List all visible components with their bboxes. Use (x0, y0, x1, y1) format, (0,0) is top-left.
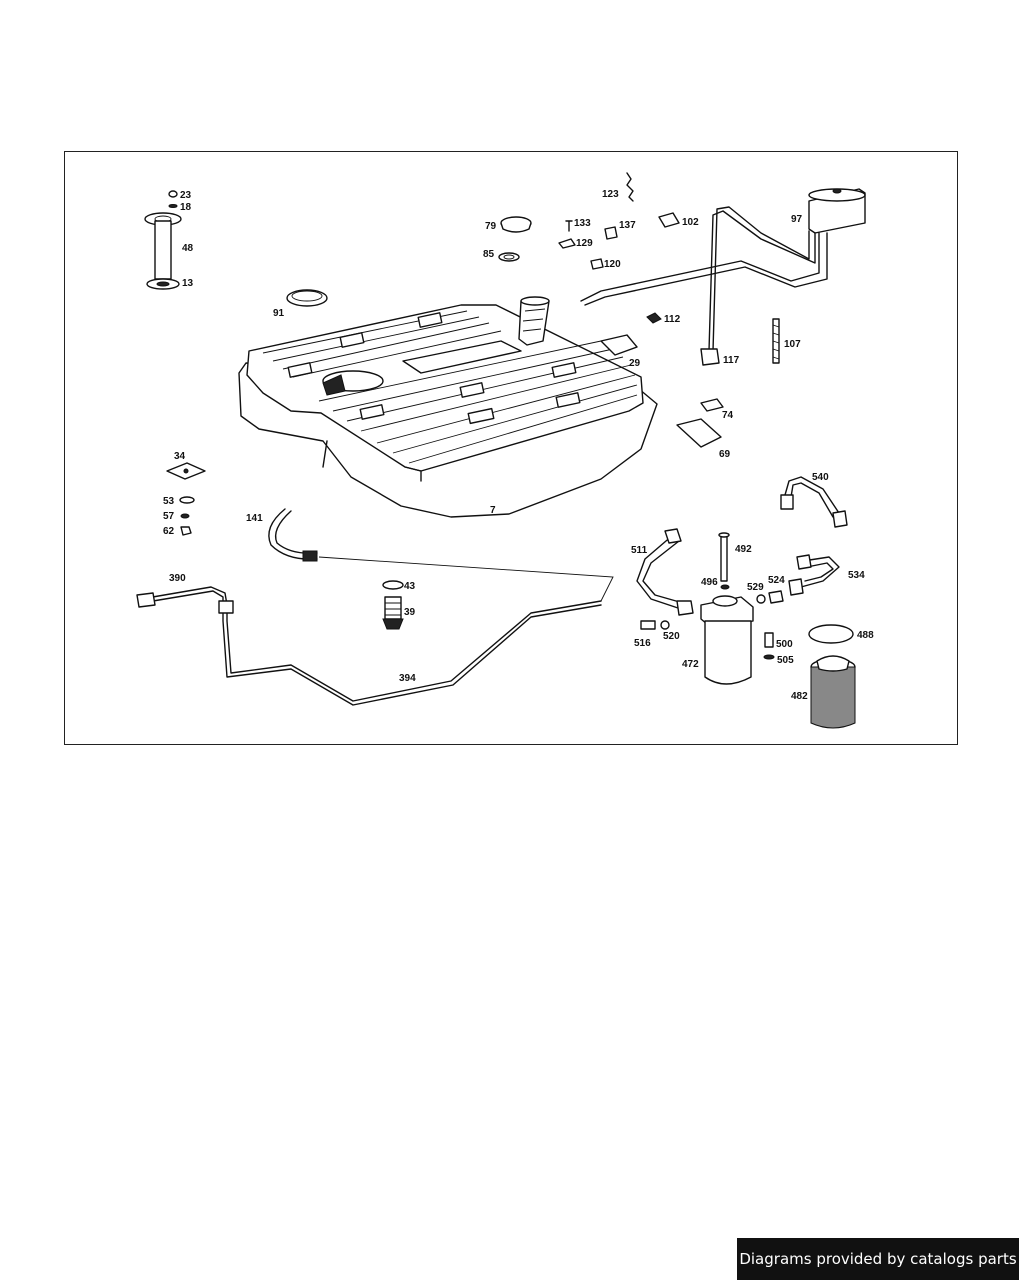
part-label: 23 (180, 190, 192, 201)
strainer-drawing (382, 580, 404, 630)
part-label: 34 (174, 451, 186, 462)
part-label: 482 (791, 691, 808, 702)
part-labels: 23 18 48 13 91 79 85 133 129 137 120 123… (163, 189, 874, 702)
fuel-system-exploded-diagram: 23 18 48 13 91 79 85 133 129 137 120 123… (136, 172, 874, 729)
attribution-footer: Diagrams provided by catalogs parts (737, 1238, 1019, 1280)
part-label: 534 (848, 570, 865, 581)
part-label: 472 (682, 659, 699, 670)
part-label: 123 (602, 189, 619, 200)
part-label: 91 (273, 308, 285, 319)
part-label: 141 (246, 513, 263, 524)
part-label: 107 (784, 339, 801, 350)
part-label: 79 (485, 221, 497, 232)
part-label: 74 (722, 410, 734, 421)
part-label: 53 (163, 496, 175, 507)
pipes-drawing (780, 476, 848, 596)
canister-and-lines-drawing (580, 188, 866, 366)
part-label: 133 (574, 218, 591, 229)
part-label: 394 (399, 673, 416, 684)
filter-element-drawing (808, 624, 856, 729)
attribution-text: Diagrams provided by catalogs parts (739, 1250, 1017, 1268)
part-label: 516 (634, 638, 651, 649)
caps-and-rings-drawing (286, 216, 532, 307)
part-label: 488 (857, 630, 874, 641)
fuel-lines-drawing (136, 508, 614, 706)
part-label: 529 (747, 582, 764, 593)
brackets-drawing (600, 334, 724, 448)
part-label: 390 (169, 573, 186, 584)
part-label: 43 (404, 581, 416, 592)
part-label: 102 (682, 217, 699, 228)
fuel-filter-drawing (636, 528, 784, 685)
parts-diagram-frame: 23 18 48 13 91 79 85 133 129 137 120 123… (64, 151, 958, 745)
plate-and-washers-drawing (166, 462, 206, 536)
part-label: 500 (776, 639, 793, 650)
part-label: 117 (723, 355, 740, 366)
part-label: 540 (812, 472, 829, 483)
part-label: 524 (768, 575, 785, 586)
fuel-tank-drawing (238, 296, 658, 518)
part-label: 112 (664, 314, 681, 325)
part-label: 85 (483, 249, 495, 260)
part-label: 120 (604, 259, 621, 270)
part-label: 57 (163, 511, 175, 522)
part-label: 137 (619, 220, 636, 231)
clips-drawing (558, 172, 680, 324)
sender-unit-drawing (144, 190, 182, 290)
part-label: 29 (629, 358, 641, 369)
part-label: 18 (180, 202, 192, 213)
part-label: 505 (777, 655, 794, 666)
part-label: 520 (663, 631, 680, 642)
part-label: 7 (490, 505, 496, 516)
part-label: 48 (182, 243, 194, 254)
part-label: 97 (791, 214, 803, 225)
part-label: 13 (182, 278, 194, 289)
part-label: 496 (701, 577, 718, 588)
part-label: 492 (735, 544, 752, 555)
part-label: 129 (576, 238, 593, 249)
part-label: 39 (404, 607, 416, 618)
part-label: 62 (163, 526, 175, 537)
part-label: 511 (631, 545, 648, 556)
part-label: 69 (719, 449, 731, 460)
